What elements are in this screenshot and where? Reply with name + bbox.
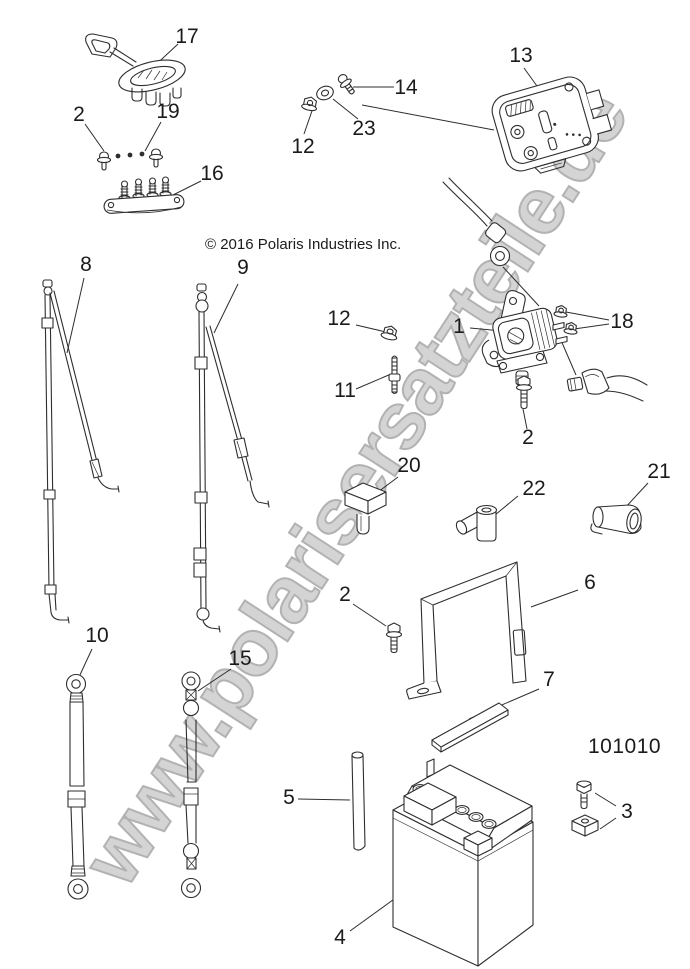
callout-2: 2 [73, 103, 85, 126]
callout-8: 8 [80, 253, 92, 276]
callout-5: 5 [283, 786, 295, 809]
callout-2: 2 [339, 583, 351, 606]
callout-7: 7 [543, 668, 555, 691]
callout-18: 18 [610, 310, 634, 333]
callout-14: 14 [394, 76, 418, 99]
callout-21: 21 [647, 460, 671, 483]
boot-22-illustration [455, 504, 498, 542]
callout-10: 10 [85, 624, 109, 647]
holddown-bracket-illustration [406, 561, 527, 700]
callout-13: 13 [509, 44, 533, 67]
cable-8-illustration [41, 279, 120, 624]
boot-20-illustration [344, 482, 387, 535]
callout-4: 4 [334, 926, 346, 949]
callout-16: 16 [200, 162, 224, 185]
callout-23: 23 [352, 117, 376, 140]
switch-housing-illustration [491, 76, 613, 174]
screw-washer-nut-illustration [301, 74, 355, 112]
bolt-bracket-illustration [385, 622, 403, 654]
solenoid-illustration [481, 290, 568, 386]
copyright-text: © 2016 Polaris Industries Inc. [205, 236, 402, 253]
foam-strip-illustration [431, 702, 509, 753]
callout-6: 6 [584, 571, 596, 594]
boot-21-illustration [590, 504, 642, 535]
callout-1: 1 [453, 315, 465, 338]
nut-pair-illustration [553, 305, 578, 335]
callout-2: 2 [522, 426, 534, 449]
long-screw-illustration [388, 355, 401, 395]
cable-15-illustration [180, 671, 202, 899]
cable-10-illustration [65, 673, 89, 900]
cable-end-boot-illustration [566, 368, 648, 402]
vent-tube-illustration [351, 751, 366, 851]
callout-19: 19 [156, 100, 180, 123]
drawing-number: 101010 [588, 735, 662, 758]
callout-17: 17 [175, 25, 199, 48]
callout-11: 11 [334, 379, 356, 402]
callout-9: 9 [237, 256, 249, 279]
bolt-mid-illustration [515, 375, 533, 410]
terminal-block-illustration [103, 176, 185, 214]
screw-row-illustration [96, 148, 164, 171]
callout-15: 15 [228, 647, 252, 670]
switch-wire-illustration [442, 177, 511, 267]
pull-strap-illustration [85, 33, 186, 107]
battery-illustration [392, 758, 534, 967]
flange-nut-illustration [380, 325, 398, 341]
bolt-nut-3-illustration [571, 780, 599, 837]
callout-20: 20 [397, 454, 421, 477]
callout-12: 12 [327, 307, 351, 330]
callout-12: 12 [291, 135, 315, 158]
callout-3: 3 [621, 800, 633, 823]
callout-22: 22 [522, 477, 546, 500]
leader-lines [66, 43, 649, 932]
cable-9-illustration [193, 283, 270, 633]
